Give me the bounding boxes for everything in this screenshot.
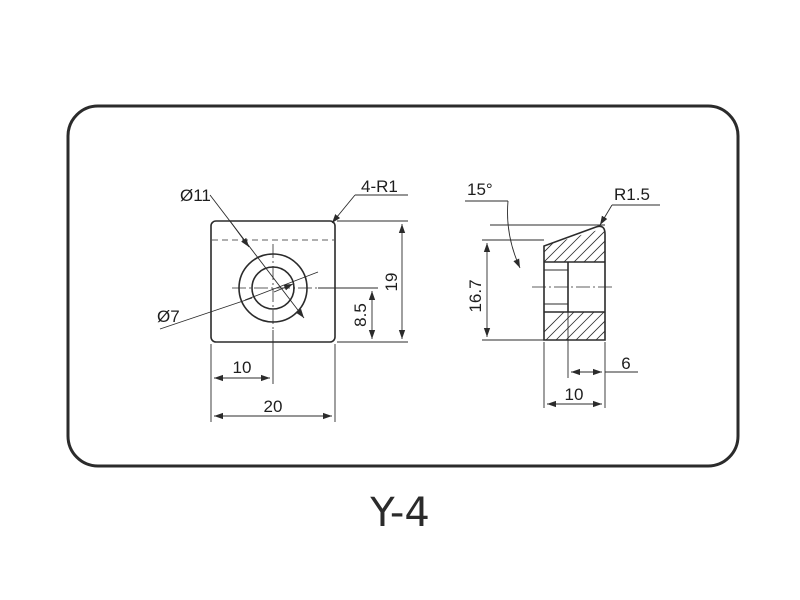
dim-top-radius: R1.5 bbox=[614, 185, 650, 204]
r15-leader bbox=[599, 204, 613, 226]
angle-arc bbox=[507, 200, 521, 269]
drawing-title: Y-4 bbox=[369, 490, 430, 536]
front-view: Ø11 Ø7 4-R1 19 8.5 10 20 bbox=[157, 177, 408, 422]
section-outline bbox=[543, 225, 606, 341]
hatch-upper bbox=[544, 228, 605, 262]
dim-outer-diameter: Ø11 bbox=[180, 186, 211, 205]
dim-bore-width: 6 bbox=[621, 354, 630, 373]
dim-angle: 15° bbox=[467, 180, 493, 199]
dim-hole-offset: 10 bbox=[233, 358, 252, 377]
hatch-lower bbox=[544, 312, 605, 340]
drawing-frame bbox=[66, 104, 740, 468]
dim-depth: 10 bbox=[565, 385, 584, 404]
dim-side-height: 16.7 bbox=[466, 279, 485, 312]
dia11-arrow2 bbox=[229, 220, 250, 248]
dia7-leader bbox=[159, 297, 253, 330]
diagonal-centerline bbox=[244, 271, 319, 301]
dim-inner-diameter: Ø7 bbox=[157, 307, 180, 326]
dia11-leader bbox=[209, 194, 305, 319]
dim-corner-radius: 4-R1 bbox=[361, 177, 398, 196]
dim-height: 19 bbox=[382, 273, 401, 292]
dim-hole-center-height: 8.5 bbox=[351, 303, 370, 327]
side-view: 15° R1.5 16.7 6 10 bbox=[465, 180, 660, 408]
dim-width: 20 bbox=[264, 397, 283, 416]
dia7-arrow bbox=[273, 283, 294, 293]
r1-leader bbox=[331, 194, 356, 224]
